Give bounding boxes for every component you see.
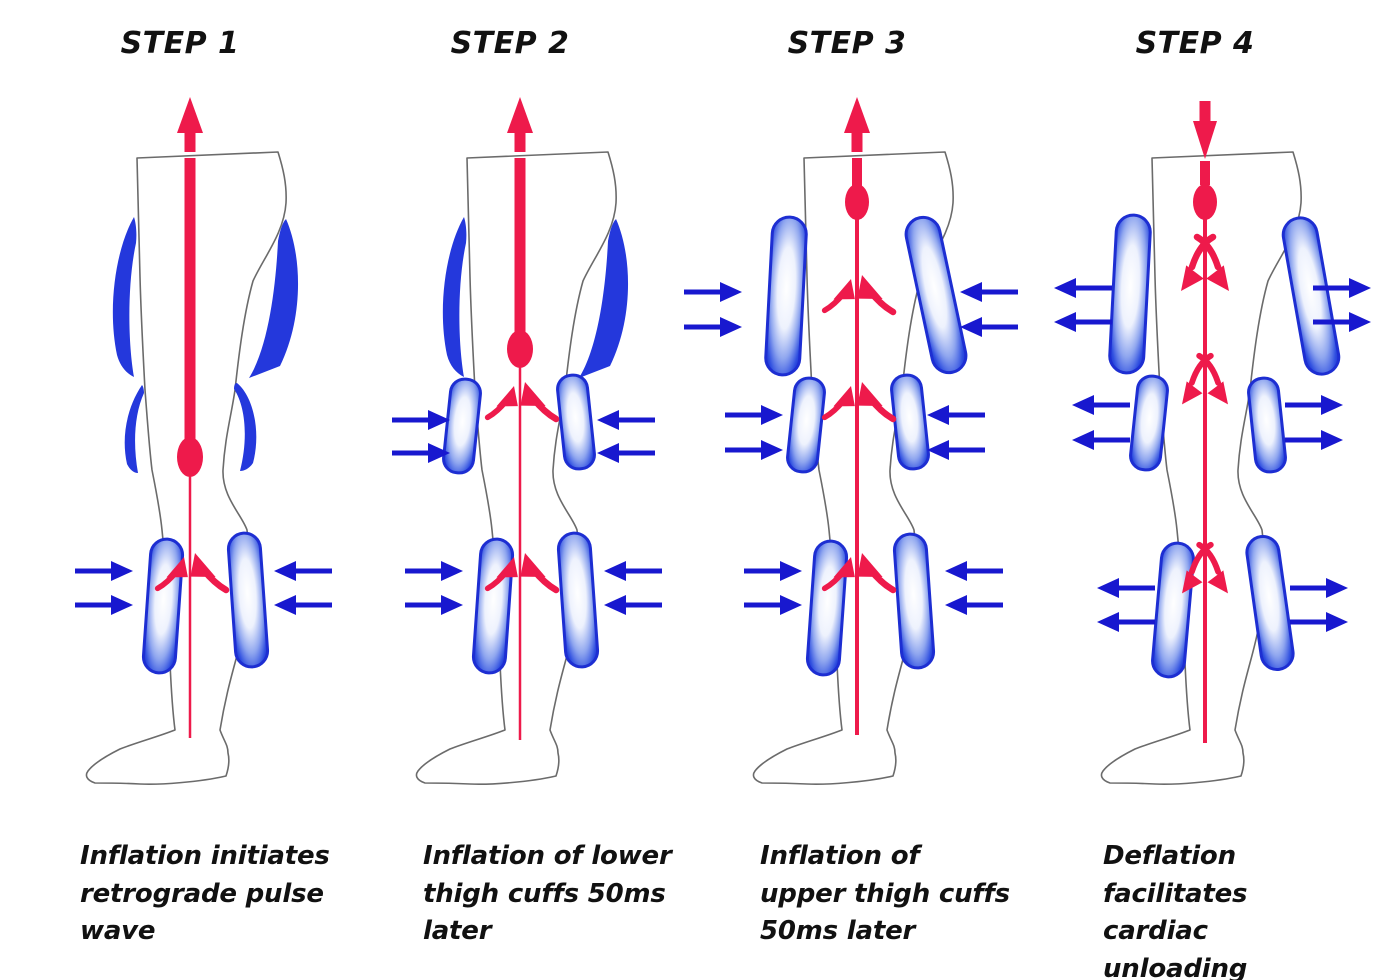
pulse-bulb <box>1193 184 1217 220</box>
artery-blood-flow <box>507 97 533 740</box>
step-2-leg-diagram <box>392 97 662 785</box>
artery-blood-flow <box>844 97 870 735</box>
step-2-caption: Inflation of lower thigh cuffs 50ms late… <box>423 841 672 947</box>
step-4-title: STEP 4 <box>1135 26 1255 61</box>
step-4-panel: STEP 4 <box>1035 0 1375 980</box>
artery-blood-flow <box>177 97 203 738</box>
step-1-title: STEP 1 <box>120 26 240 61</box>
up-arrow-icon <box>507 97 533 152</box>
up-arrow-icon <box>844 97 870 152</box>
step-3-caption: Inflation of upper thigh cuffs 50ms late… <box>760 841 1010 947</box>
pulse-bulb <box>177 437 203 477</box>
step-2-title: STEP 2 <box>450 26 570 61</box>
up-arrow-icon <box>177 97 203 152</box>
step-4-leg-diagram <box>1054 101 1371 785</box>
step-4-caption: Deflation facilitates cardiac unloading <box>1103 841 1248 980</box>
step-1-panel: STEP 1 <box>20 0 360 980</box>
step-3-panel: STEP 3 <box>684 0 1027 980</box>
down-arrow-icon <box>1193 101 1217 159</box>
pulse-bulb <box>845 184 869 220</box>
step-3-title: STEP 3 <box>787 26 907 61</box>
artery-blood-flow <box>1193 101 1217 743</box>
step-1-caption: Inflation initiates retrograde pulse wav… <box>80 841 330 947</box>
step-2-panel: STEP 2 <box>350 0 690 980</box>
step-1-leg-diagram <box>75 97 332 785</box>
pulse-bulb <box>507 330 533 368</box>
step-3-leg-diagram <box>684 97 1018 785</box>
